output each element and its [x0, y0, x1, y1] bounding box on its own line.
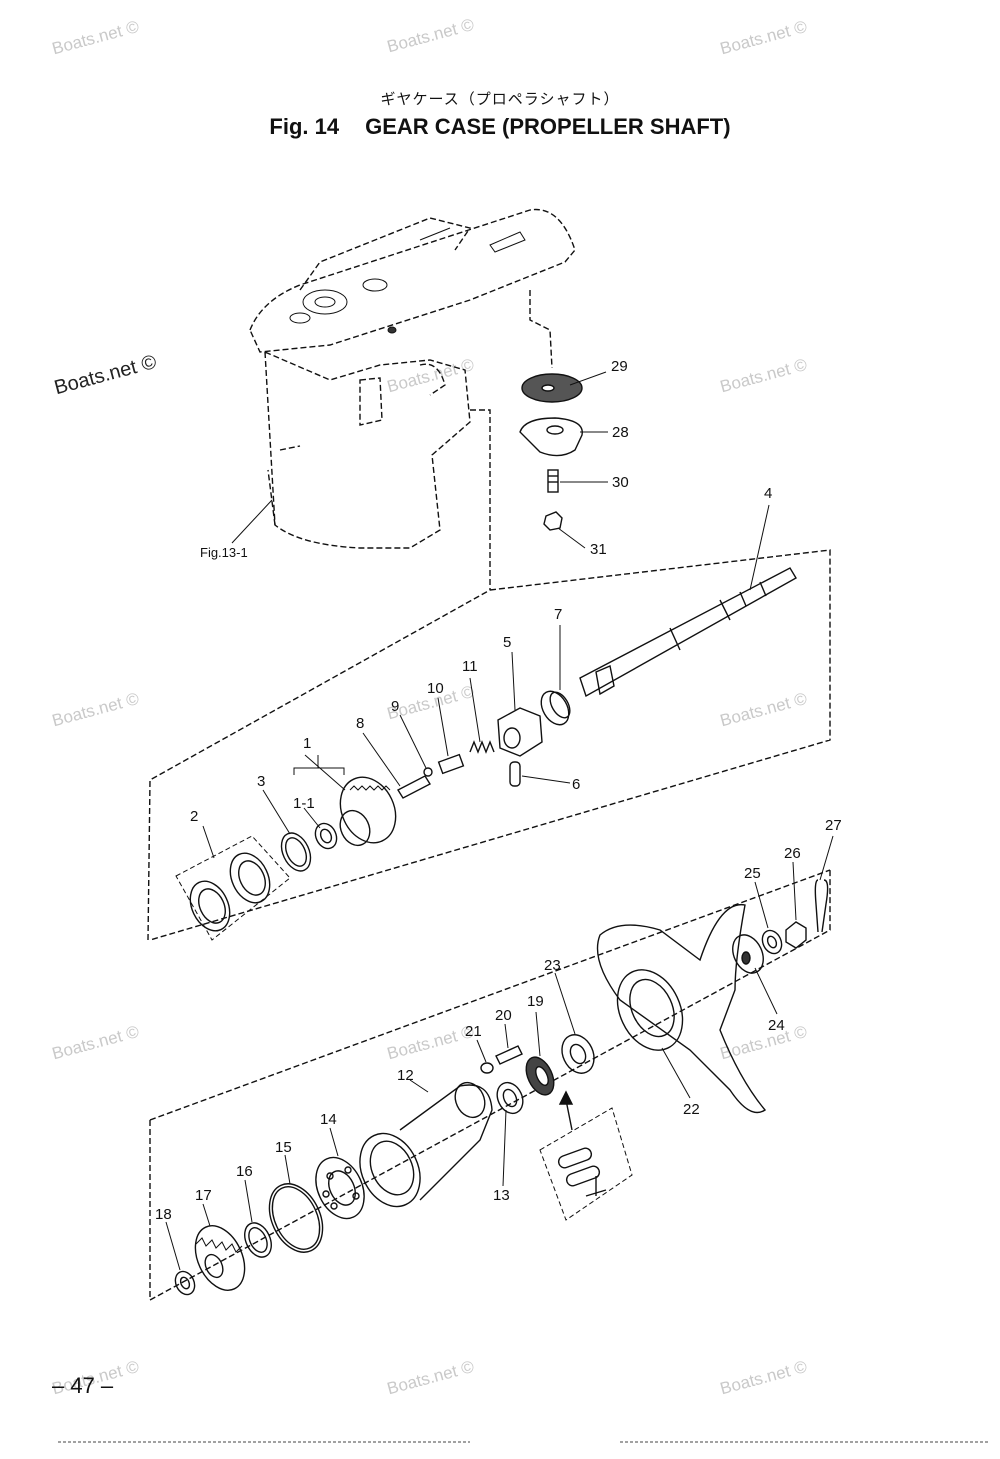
- callout-5: 5: [503, 634, 511, 651]
- callout-16: 16: [236, 1163, 253, 1180]
- japanese-title: ギヤケース（プロペラシャフト）: [380, 90, 620, 108]
- callout-29: 29: [611, 358, 628, 375]
- housing-to-anode-leader: [529, 290, 553, 369]
- fig-13-1-leader: [231, 499, 273, 544]
- part-21-washer: [480, 1062, 494, 1074]
- part-4-propeller-shaft: [579, 567, 797, 698]
- part-8-shift-plunger: [397, 775, 431, 799]
- callout-13: 13: [493, 1187, 510, 1204]
- callout-18: 18: [155, 1206, 172, 1223]
- callout-19: 19: [527, 993, 544, 1010]
- part-29-plate: [521, 373, 583, 403]
- callout-27: 27: [825, 817, 842, 834]
- special-tool-inset: [539, 1090, 633, 1221]
- callout-20: 20: [495, 1007, 512, 1024]
- part-15-o-ring: [268, 1183, 324, 1253]
- part-12-bearing-housing: [359, 1081, 493, 1208]
- gear-case-details: [289, 227, 526, 334]
- part-19-needle-bearing: [525, 1056, 555, 1096]
- part-3-shim: [280, 832, 312, 872]
- part-11-spring: [469, 740, 495, 754]
- callout-23: 23: [544, 957, 561, 974]
- callout-leaders: [165, 371, 834, 1271]
- part-28-anode: [519, 417, 583, 457]
- figure-title: Fig. 14 GEAR CASE (PROPELLER SHAFT): [0, 114, 1000, 140]
- shaft-group-frame: [147, 549, 831, 941]
- part-2-taper-bearing: [189, 852, 271, 932]
- callout-11: 11: [462, 658, 478, 675]
- part-16-shim: [244, 1222, 272, 1258]
- reference-label-fig-13-1: Fig.13-1: [200, 545, 248, 560]
- callout-15: 15: [275, 1139, 292, 1156]
- part-13-bushing: [496, 1081, 524, 1115]
- callout-28: 28: [612, 424, 629, 441]
- callout-2: 2: [190, 808, 198, 825]
- gear-case-housing: [249, 208, 576, 549]
- callout-numbers: 1 1-1 2 3 4 5 6 7 8 9 10 11 12 13 14 15 …: [155, 358, 842, 1223]
- part-5-dog-clutch: [497, 707, 543, 757]
- part-10-plunger: [437, 753, 465, 775]
- part-27-cotter-pin: [814, 879, 829, 933]
- part-1-bracket: [293, 767, 345, 775]
- housing-connector: [470, 409, 491, 590]
- callout-8: 8: [356, 715, 364, 732]
- part-20-bolt: [495, 1045, 523, 1065]
- callout-6: 6: [572, 776, 580, 793]
- part-22-propeller: [596, 903, 767, 1114]
- callout-24: 24: [768, 1017, 785, 1034]
- part-1-forward-gear: [339, 776, 397, 847]
- callout-26: 26: [784, 845, 801, 862]
- part-7-ring: [540, 690, 571, 726]
- part-14-ball-bearing: [315, 1156, 365, 1220]
- callout-21: 21: [465, 1023, 482, 1040]
- part-9-ball: [423, 767, 433, 777]
- callout-3: 3: [257, 773, 265, 790]
- part-1-1-bushing: [314, 822, 338, 850]
- part-17-reverse-gear: [194, 1225, 246, 1291]
- callout-10: 10: [427, 680, 444, 697]
- callout-12: 12: [397, 1067, 414, 1084]
- part-30-bolt: [547, 469, 559, 493]
- part-2-bearing-box: [175, 835, 291, 941]
- part-31-nut: [543, 511, 563, 531]
- callout-31: 31: [590, 541, 607, 558]
- page-number: – 47 –: [52, 1373, 114, 1398]
- callout-30: 30: [612, 474, 629, 491]
- callout-4: 4: [764, 485, 772, 502]
- callout-1: 1: [303, 735, 311, 752]
- part-18-washer: [174, 1270, 196, 1296]
- part-6-pin: [509, 761, 521, 787]
- part-23-spacer: [561, 1034, 595, 1074]
- callout-7: 7: [554, 606, 562, 623]
- figure-name: GEAR CASE (PROPELLER SHAFT): [365, 114, 731, 139]
- lower-group-frame: [149, 869, 831, 1302]
- callout-22: 22: [683, 1101, 700, 1118]
- figure-number: Fig. 14: [269, 114, 340, 139]
- part-26-nut: [785, 921, 807, 949]
- part-25-washer: [761, 929, 783, 955]
- callout-1-1: 1-1: [293, 795, 315, 812]
- callout-9: 9: [391, 698, 399, 715]
- callout-14: 14: [320, 1111, 337, 1128]
- callout-17: 17: [195, 1187, 212, 1204]
- callout-25: 25: [744, 865, 761, 882]
